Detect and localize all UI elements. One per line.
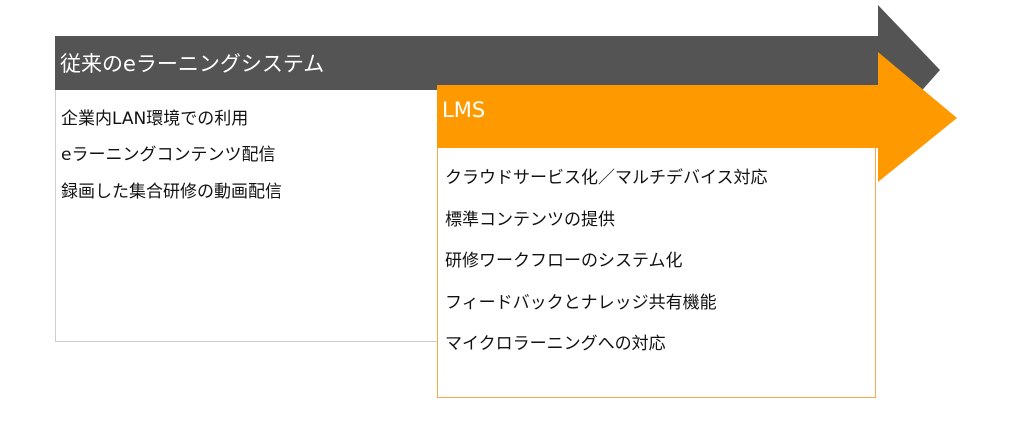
lms-content-box bbox=[437, 148, 876, 398]
legacy-arrow bbox=[55, 5, 940, 140]
legacy-content-box bbox=[55, 90, 439, 342]
legacy-title: 従来のeラーニングシステム bbox=[60, 52, 325, 76]
lms-item: 研修ワークフローのシステム化 bbox=[445, 251, 683, 271]
legacy-item: 企業内LAN環境での利用 bbox=[61, 109, 249, 129]
lms-title: LMS bbox=[442, 98, 486, 122]
lms-item: クラウドサービス化／マルチデバイス対応 bbox=[445, 168, 768, 188]
lms-item: 標準コンテンツの提供 bbox=[445, 210, 615, 230]
lms-item: フィードバックとナレッジ共有機能 bbox=[445, 293, 717, 313]
legacy-item: 録画した集合研修の動画配信 bbox=[61, 182, 282, 202]
lms-item: マイクロラーニングへの対応 bbox=[445, 334, 666, 354]
lms-arrow bbox=[437, 52, 957, 182]
legacy-item: eラーニングコンテンツ配信 bbox=[61, 145, 276, 165]
